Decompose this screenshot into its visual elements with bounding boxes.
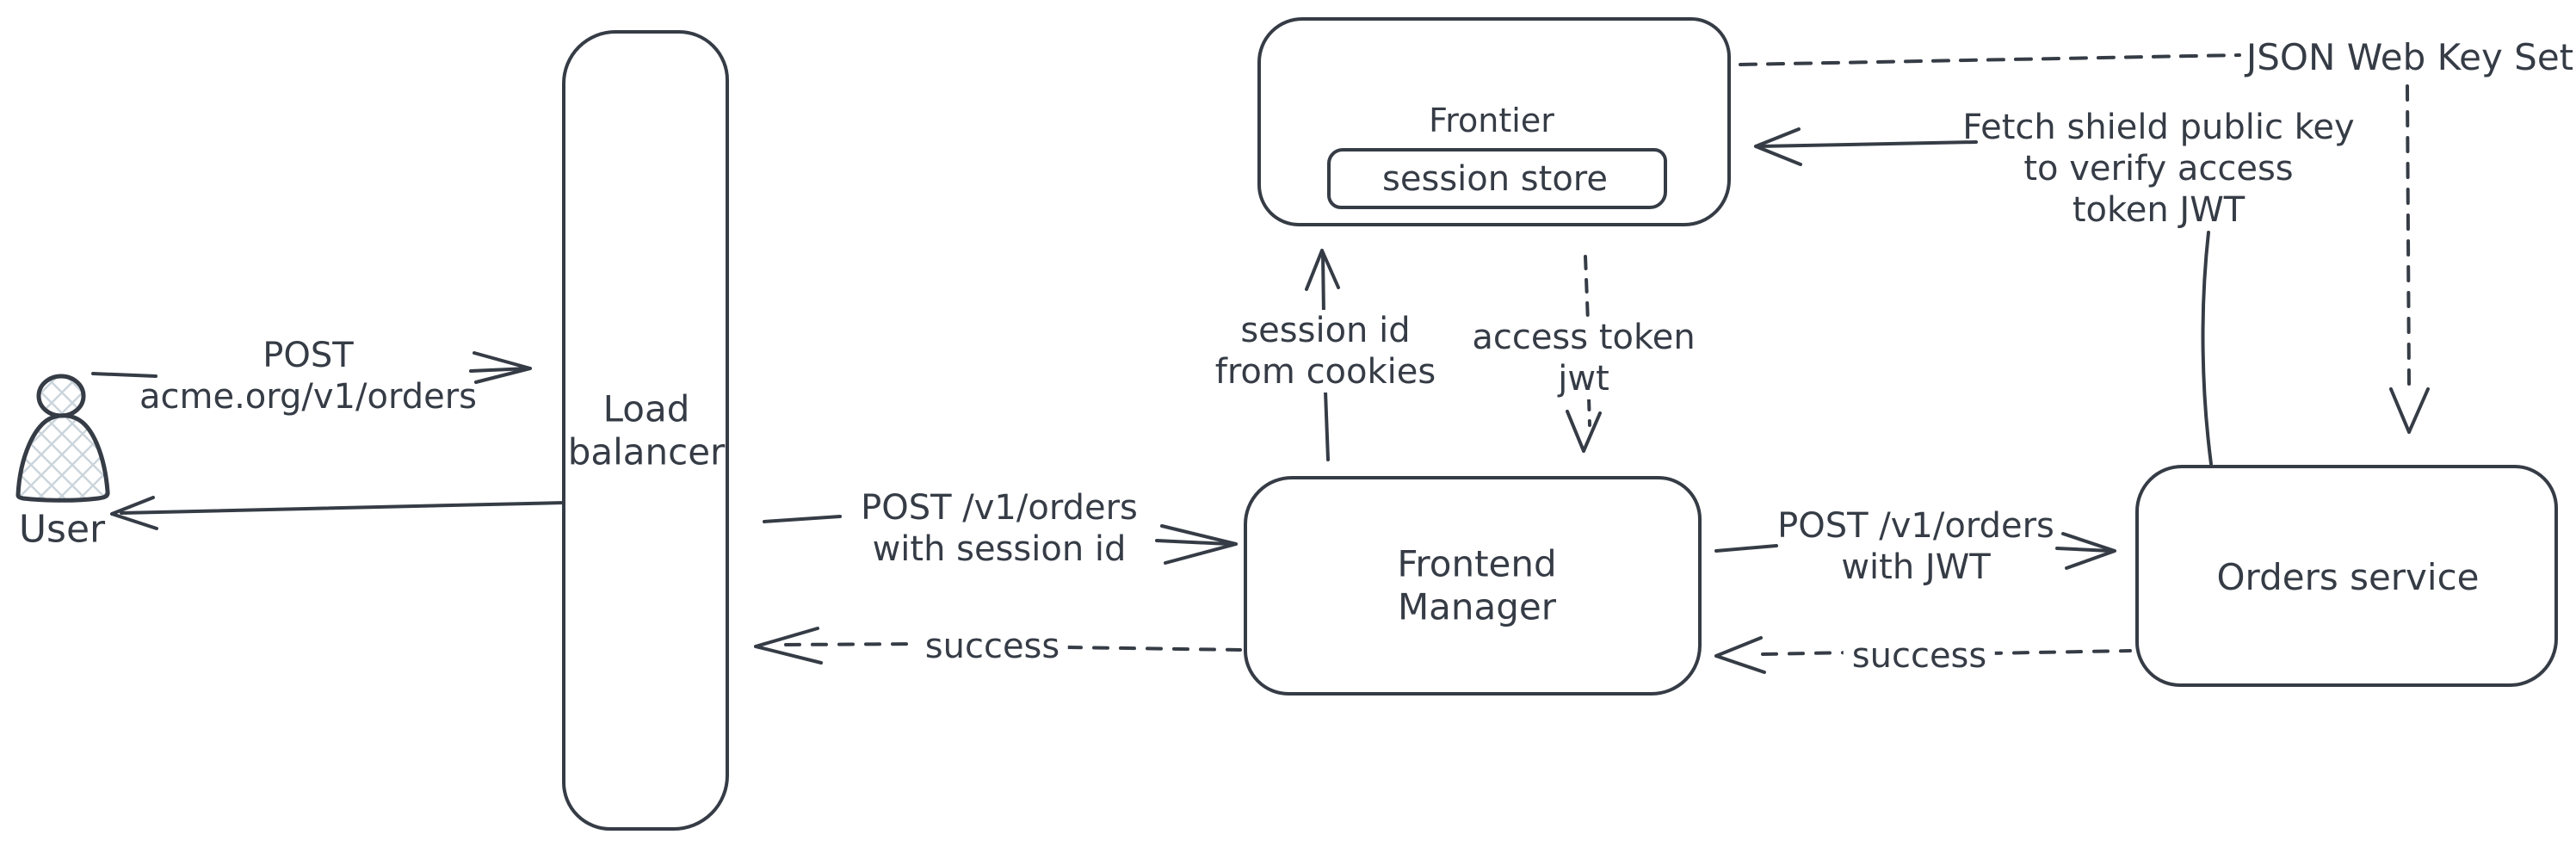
edge-fetch-key-label-line3: token JWT [2072,190,2246,230]
edge-session-id-label-line1: session id [1240,311,1411,350]
node-frontend-manager [1244,476,1702,696]
edge-access-token-label-line2: jwt [1558,359,1609,399]
frontend-manager-label: Frontend Manager [1397,543,1556,630]
edge-access-token-arrowhead [1566,410,1602,453]
edge-post-jwt-label-line1: POST /v1/orders [1777,506,2054,546]
edge-session-id-label-line2: from cookies [1214,352,1436,392]
edge-jwks-vertical-dash [2406,84,2411,386]
edge-access-token-label-line1: access token [1472,318,1696,357]
edge-session-id-shaft-top [1321,251,1325,317]
edge-post-session-arrowhead [1160,524,1238,565]
edge-post-acme-arrowhead [473,351,532,384]
user-head-icon [36,374,86,418]
edge-post-session-label-line2: with session id [872,529,1127,569]
frontend-manager-label-line1: Frontend [1397,542,1557,585]
edge-fetch-key-label-line1: Fetch shield public key [1962,108,2355,147]
edge-session-id-label: session id from cookies [1206,310,1445,393]
edge-fetch-key-label-line2: to verify access [2023,149,2294,189]
user-body-icon [15,413,110,503]
node-session-store [1327,148,1667,209]
edge-success-right-label: success [1843,635,1996,677]
edge-post-acme-tail [91,372,158,378]
edge-post-session-tail [763,515,842,523]
edge-post-jwt-label-line2: with JWT [1841,547,1991,587]
edge-fetch-key-label: Fetch shield public key to verify access… [1962,107,2354,231]
edge-return-arrowhead [110,496,158,530]
edge-jwks-vertical-arrowhead [2389,387,2430,434]
node-load-balancer [562,30,729,831]
edge-return-line [120,501,565,515]
edge-post-acme-label: POST acme.org/v1/orders [139,335,477,417]
edge-post-session-label-line1: POST /v1/orders [861,488,1138,528]
edge-access-token-dash [1584,255,1591,427]
edge-post-session-shaft [1155,539,1231,546]
edge-post-acme-label-line1: POST [263,336,354,375]
edge-post-acme-shaft [469,367,530,373]
edge-fetch-key-line [1757,140,1978,148]
node-orders-service [2135,465,2558,687]
load-balancer-label-line2: balancer [567,431,726,473]
edge-success-left-dash [784,642,1242,652]
edge-access-token-label: access token jwt [1463,317,1704,399]
edge-success-right-arrowhead [1714,636,1766,674]
frontend-manager-label-line2: Manager [1397,586,1557,628]
edge-success-left-label: success [916,626,1069,667]
edge-session-id-arrowhead [1305,249,1340,291]
edge-post-jwt-arrowhead [2061,532,2116,570]
edge-post-jwt-shaft [2055,547,2112,553]
edge-fetch-key-arrowhead [1754,127,1802,166]
edge-post-jwt-label: POST /v1/orders with JWT [1777,505,2054,588]
jwks-label: JSON Web Key Set [2246,35,2574,78]
edge-fetch-key-curve [2201,231,2213,466]
edge-session-id-shaft-bottom [1324,390,1330,461]
session-store-label: session store [1382,159,1608,199]
edge-success-right-dash [1761,649,2132,656]
user-label: User [18,507,106,552]
edge-post-session-label: POST /v1/orders with session id [861,487,1138,570]
edge-post-jwt-tail [1714,544,1778,553]
orders-service-label: Orders service [2216,555,2480,598]
load-balancer-label: Load balancer [568,388,726,475]
edge-post-acme-label-line2: acme.org/v1/orders [139,377,477,417]
load-balancer-label-line1: Load [602,387,690,430]
edge-success-left-arrowhead [754,627,823,665]
frontier-label: Frontier [1429,102,1554,140]
edge-jwks-dash [1739,53,2241,66]
